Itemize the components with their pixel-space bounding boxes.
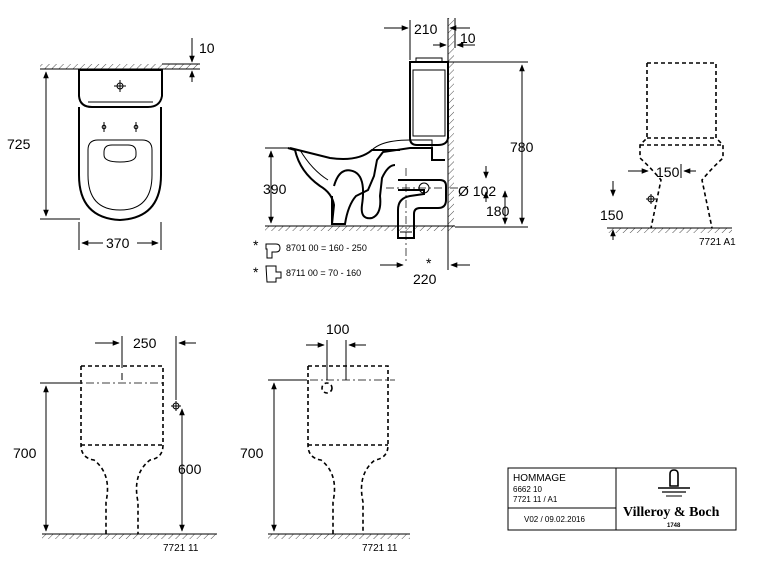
brand-logo: Villeroy & Boch 1748 <box>623 469 720 529</box>
front-view-1: 250 700 600 7721 11 <box>13 335 217 554</box>
dim-plan-height: 725 <box>7 136 31 152</box>
wall-hatch <box>40 64 200 69</box>
dim-front-1-height: 700 <box>13 445 37 461</box>
tb-version: V02 / 09.02.2016 <box>524 515 585 524</box>
dim-seat-height: 390 <box>263 181 287 197</box>
front-2-outline <box>307 365 389 534</box>
dim-outlet-height: 180 <box>486 203 510 219</box>
dim-section-height: 780 <box>510 139 534 155</box>
connector-1-mark: * <box>253 237 259 253</box>
dim-section-depth: 210 <box>414 21 438 37</box>
connector-1-icon <box>265 243 281 259</box>
cistern-outline <box>78 69 163 108</box>
tb-series: HOMMAGE <box>513 473 566 484</box>
dim-pipe-diameter: Ø 102 <box>458 183 496 199</box>
dim-front-1-offset: 250 <box>133 335 157 351</box>
floor-hatch-a1 <box>607 228 732 233</box>
tb-brand: Villeroy & Boch <box>623 505 720 520</box>
side-a1-outline <box>639 62 724 229</box>
dim-plan-width: 370 <box>106 235 130 251</box>
bowl-section <box>287 147 445 225</box>
front-1-outline <box>80 365 164 534</box>
dim-a1-inlet-height: 150 <box>600 207 624 223</box>
dim-a1-inlet: 150 <box>656 164 680 180</box>
connector-2-text: 8711 00 = 70 - 160 <box>286 268 361 278</box>
cistern-section <box>409 61 449 146</box>
dim-front-2-offset: 100 <box>326 321 350 337</box>
dim-section-wall: 10 <box>460 30 476 46</box>
front-view-2: 100 700 7721 11 <box>240 321 410 554</box>
connector-2-mark: * <box>253 264 259 280</box>
title-block: HOMMAGE 6662 10 7721 11 / A1 V02 / 09.02… <box>507 467 737 531</box>
front-2-code: 7721 11 <box>362 543 398 554</box>
front-1-code: 7721 11 <box>163 543 199 554</box>
floor-hatch-front-1 <box>42 534 217 539</box>
outlet-connector <box>397 179 447 239</box>
floor-hatch <box>265 226 455 231</box>
tb-article-1: 6662 10 <box>513 485 542 494</box>
dim-plan-top: 10 <box>199 40 215 56</box>
tb-article-2: 7721 11 / A1 <box>513 495 558 504</box>
bowl-outline <box>78 107 162 222</box>
connector-2-icon <box>265 265 282 283</box>
dim-outlet-distance: 220 <box>413 271 437 287</box>
tb-year: 1748 <box>667 523 681 529</box>
dim-front-1-inlet: 600 <box>178 461 202 477</box>
plan-view: 725 370 10 <box>7 38 215 251</box>
side-view-a1: 150 150 7721 A1 <box>600 62 736 248</box>
section-view: 210 10 780 390 Ø 102 180 220 * * 8701 00… <box>253 18 534 287</box>
a1-code: 7721 A1 <box>699 237 736 248</box>
dim-front-2-height: 700 <box>240 445 264 461</box>
wall-hatch-section <box>448 18 454 228</box>
floor-hatch-front-2 <box>268 534 410 539</box>
dim-outlet-asterisk: * <box>426 255 432 271</box>
connector-1-text: 8701 00 = 160 - 250 <box>286 243 367 253</box>
